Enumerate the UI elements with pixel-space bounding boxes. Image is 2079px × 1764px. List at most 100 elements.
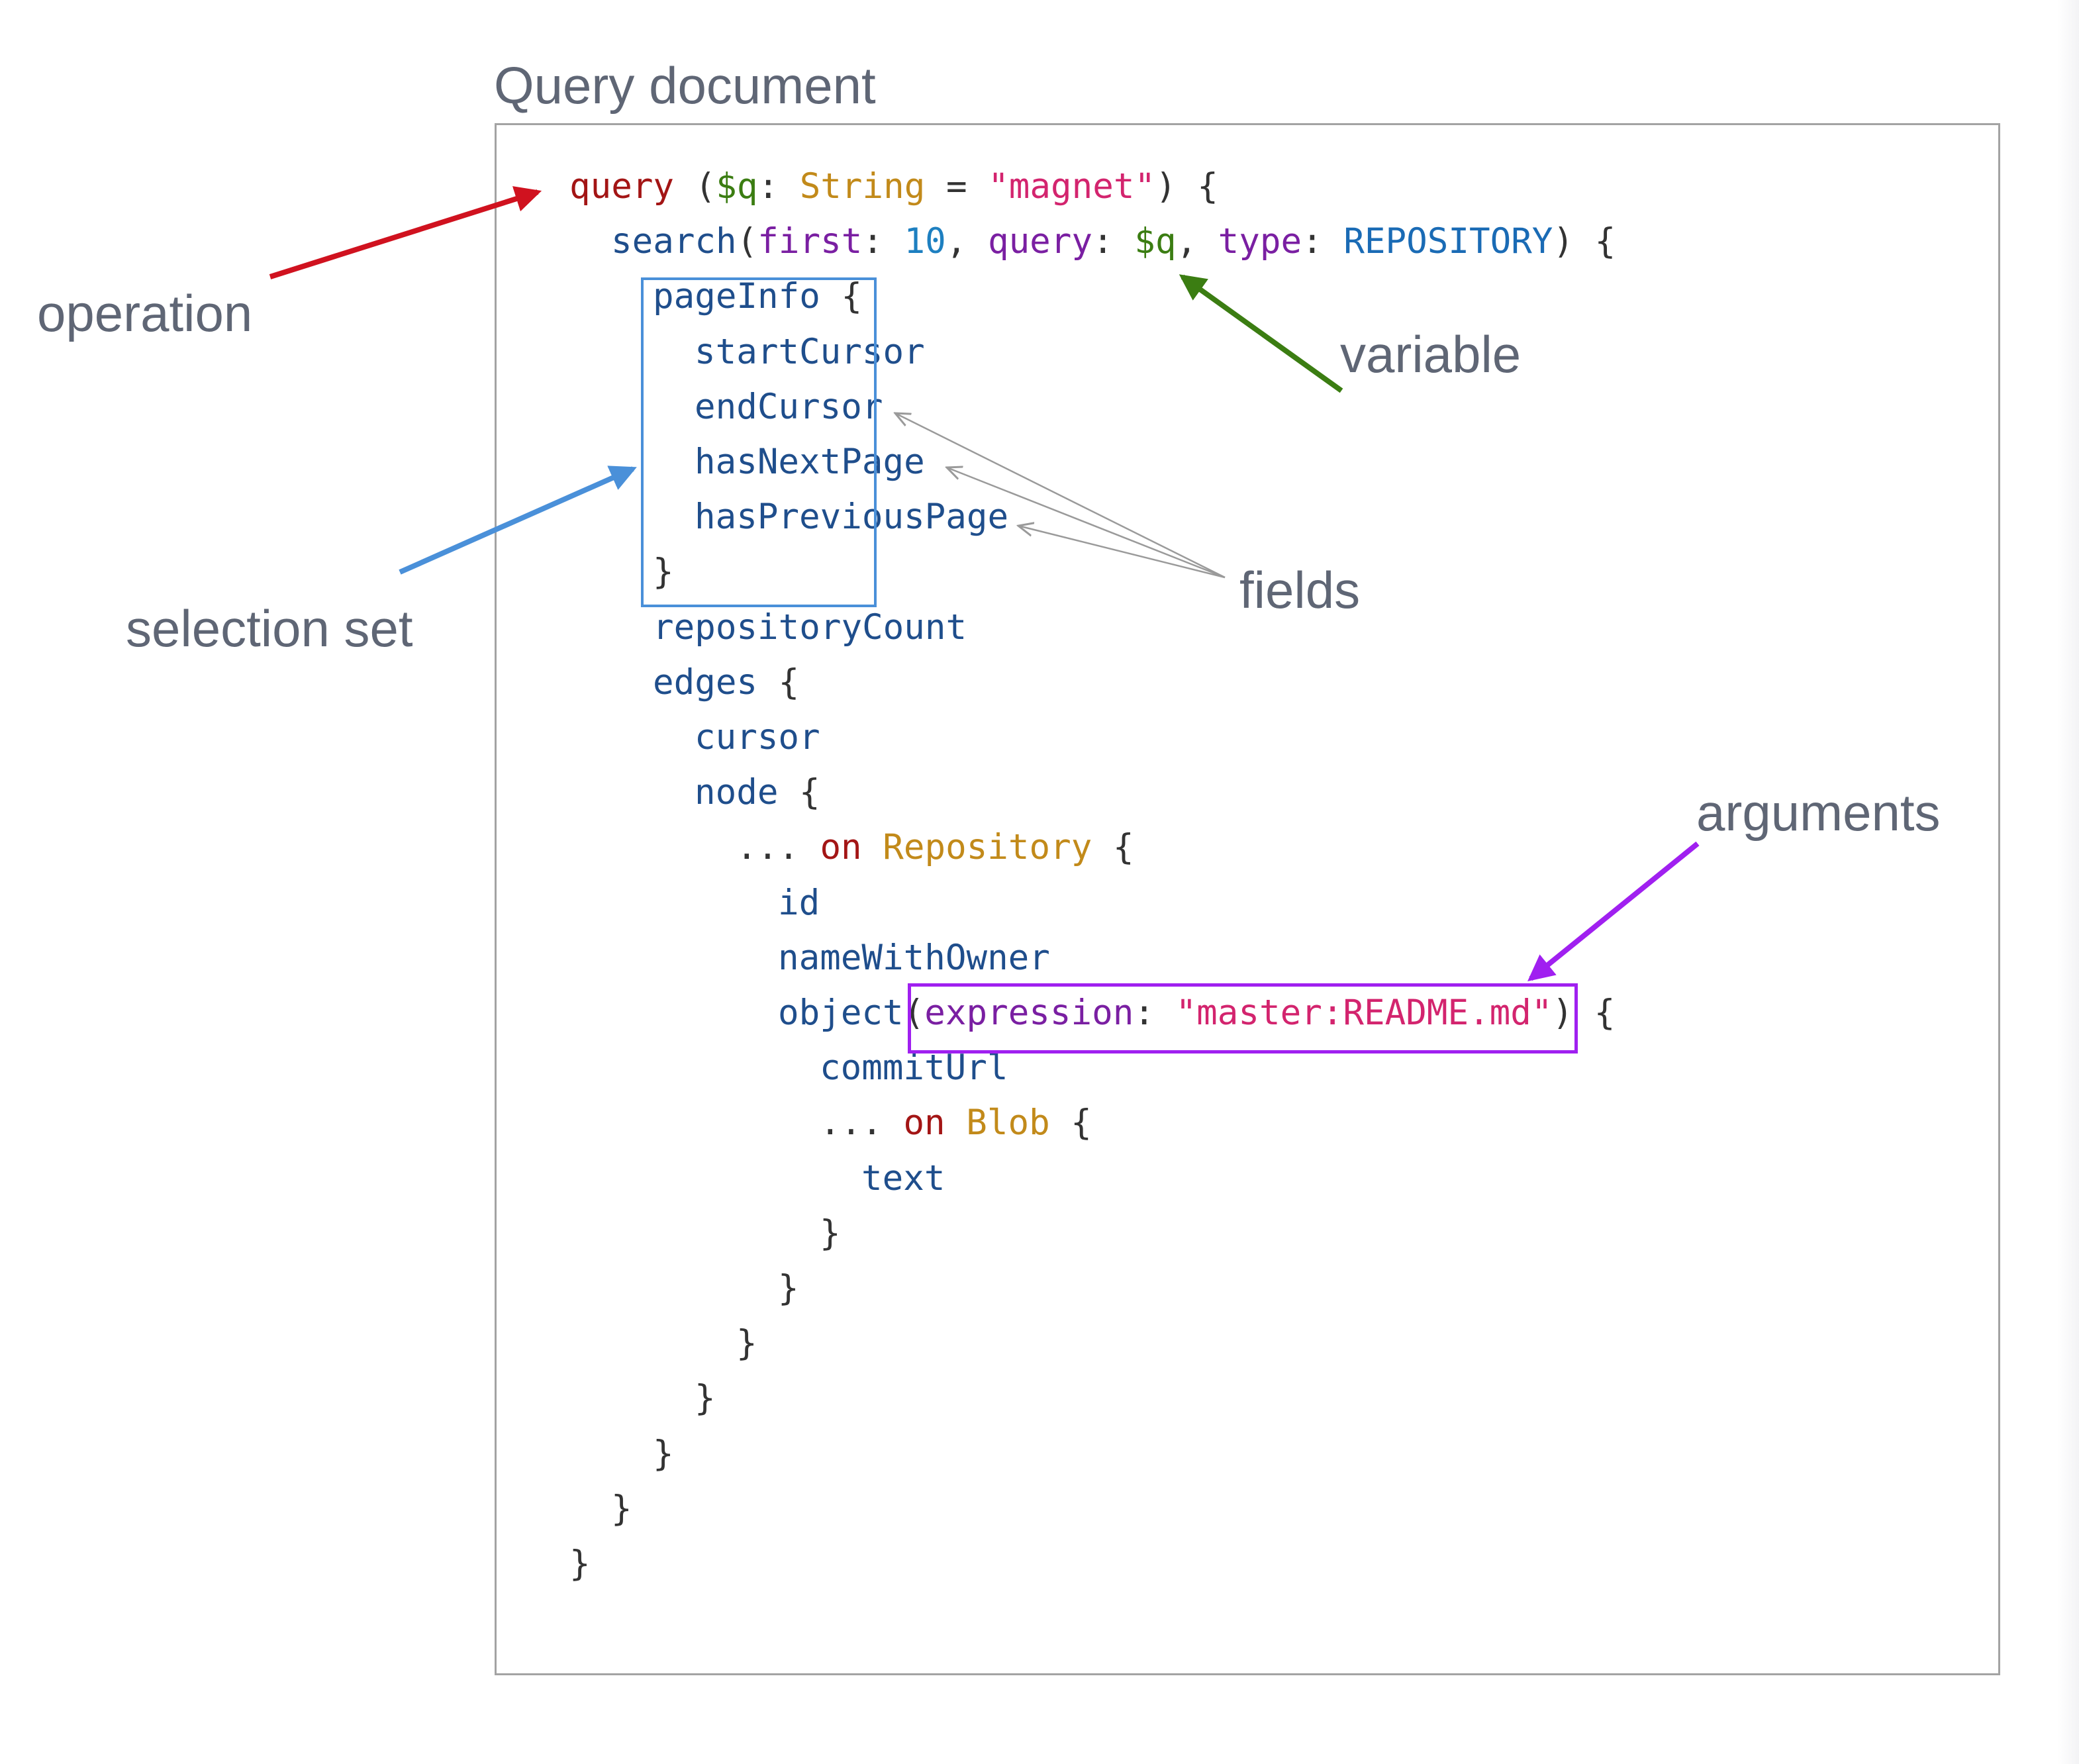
- code-line: }: [569, 1544, 591, 1584]
- code-token: }: [569, 1544, 591, 1584]
- code-token: (: [674, 166, 716, 207]
- code-line: text: [861, 1157, 945, 1199]
- code-token: query: [569, 166, 675, 207]
- fields-pointer-end-cursor: [895, 413, 1226, 579]
- code-line: hasPreviousPage: [695, 497, 1008, 537]
- operation-label: operation: [37, 284, 253, 342]
- code-token: {: [820, 276, 863, 317]
- code-token: $q: [1134, 221, 1177, 262]
- code-line: commitUrl: [820, 1048, 1008, 1088]
- code-token: text: [861, 1157, 945, 1199]
- code-line: startCursor: [695, 332, 925, 372]
- code-line: pageInfo {: [653, 277, 862, 317]
- fields-label: fields: [1239, 561, 1361, 619]
- selection-set-arrow: [399, 466, 637, 575]
- code-token: "master:README.md": [1175, 993, 1553, 1033]
- code-line: search(first: 10, query: $q, type: REPOS…: [611, 222, 1616, 262]
- code-token: on: [903, 1102, 945, 1144]
- code-token: :: [862, 221, 904, 262]
- code-token: }: [653, 552, 674, 593]
- code-line: object(expression: "master:README.md") {: [778, 993, 1615, 1033]
- fields-pointer-has-previous-page: [1018, 526, 1226, 579]
- code-token: {: [757, 662, 800, 703]
- code-line: repositoryCount: [653, 607, 967, 648]
- code-line: }: [778, 1269, 799, 1308]
- code-token: edges: [653, 662, 758, 703]
- code-token: object: [778, 993, 904, 1033]
- variable-arrow: [1179, 274, 1343, 393]
- code-token: cursor: [695, 717, 820, 758]
- code-token: }: [653, 1433, 674, 1474]
- arguments-label: arguments: [1696, 783, 1941, 842]
- code-token: =: [925, 166, 989, 207]
- selection-set-highlight: [641, 277, 877, 607]
- code-token: hasNextPage: [695, 442, 925, 482]
- code-line: node {: [695, 773, 820, 812]
- code-line: }: [695, 1379, 716, 1418]
- code-line: nameWithOwner: [778, 938, 1050, 978]
- code-token: :: [1092, 221, 1135, 262]
- code-token: String: [799, 166, 926, 207]
- code-token: commitUrl: [820, 1048, 1008, 1089]
- operation-arrow: [269, 186, 542, 279]
- document-title: Query document: [494, 56, 876, 115]
- code-token: type: [1218, 221, 1302, 262]
- code-token: hasPreviousPage: [695, 497, 1009, 538]
- code-line: ... on Repository {: [736, 828, 1134, 867]
- code-line: }: [653, 552, 674, 592]
- code-line: query ($q: String = "magnet") {: [569, 167, 1218, 207]
- fields-pointer-has-next-page: [947, 467, 1226, 579]
- selection-set-label: selection set: [126, 599, 413, 658]
- code-token: ) {: [1553, 221, 1616, 262]
- arguments-arrow: [1527, 841, 1700, 982]
- code-token: 10: [904, 221, 946, 262]
- code-token: expression: [924, 993, 1134, 1033]
- code-token: {: [1092, 827, 1134, 868]
- code-line: endCursor: [695, 387, 883, 427]
- code-line: ... on Blob {: [820, 1103, 1092, 1143]
- arguments-highlight: [908, 983, 1578, 1054]
- code-token: "magnet": [988, 166, 1156, 207]
- code-token: search: [611, 221, 737, 262]
- code-token: $q: [716, 166, 758, 207]
- code-token: Repository: [883, 827, 1092, 868]
- code-line: cursor: [695, 718, 820, 758]
- code-token: }: [695, 1378, 716, 1419]
- code-token: nameWithOwner: [778, 937, 1050, 978]
- code-token: on: [820, 827, 862, 868]
- code-line: }: [820, 1212, 841, 1253]
- code-token: ...: [820, 1102, 883, 1144]
- code-token: }: [736, 1323, 757, 1364]
- code-token: id: [778, 882, 820, 923]
- code-line: }: [736, 1324, 757, 1363]
- code-token: repositoryCount: [653, 607, 967, 648]
- code-token: ) {: [1552, 993, 1616, 1033]
- variable-label: variable: [1340, 325, 1522, 383]
- edge-shadow: [2058, 0, 2079, 1764]
- code-line: }: [653, 1434, 674, 1474]
- code-token: Blob: [966, 1102, 1050, 1144]
- code-token: (: [903, 993, 925, 1033]
- code-token: pageInfo: [653, 276, 820, 317]
- code-token: ,: [1176, 221, 1218, 262]
- code-line: hasNextPage: [695, 442, 925, 482]
- code-line: }: [611, 1489, 632, 1529]
- code-token: node: [695, 772, 779, 813]
- code-token: ...: [736, 827, 799, 868]
- code-line: id: [778, 883, 820, 923]
- code-token: ,: [945, 221, 988, 262]
- code-token: :: [1134, 993, 1176, 1033]
- code-token: }: [611, 1488, 632, 1529]
- code-token: }: [778, 1268, 799, 1308]
- query-document-panel: [495, 123, 2000, 1675]
- code-token: }: [820, 1212, 841, 1253]
- code-token: :: [757, 166, 800, 207]
- code-token: startCursor: [695, 331, 925, 372]
- code-token: REPOSITORY: [1343, 221, 1553, 262]
- code-line: edges {: [653, 662, 800, 703]
- code-token: {: [778, 772, 820, 813]
- code-token: :: [1302, 221, 1344, 262]
- code-token: first: [757, 221, 863, 262]
